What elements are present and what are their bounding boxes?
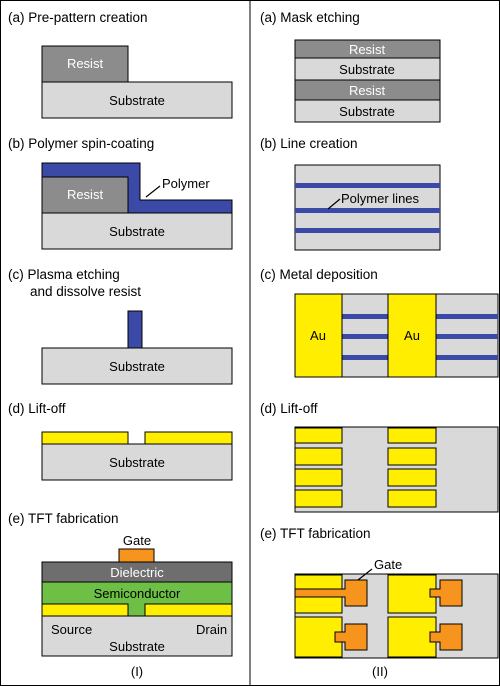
right-e-electrode-tr	[387, 574, 437, 614]
right-d-pad-r4	[387, 489, 437, 508]
right-a-title: (a) Mask etching	[260, 10, 360, 25]
left-b-polymer-label: Polymer	[162, 176, 210, 191]
left-b-substrate-label: Substrate	[109, 224, 165, 239]
left-panel-d: (d) Lift-off Substrate	[8, 401, 233, 481]
right-e-electrode-br	[387, 616, 437, 658]
right-c-au-2-label: Au	[404, 328, 420, 343]
right-e-gate-tl	[294, 579, 368, 607]
right-c-au-1-label: Au	[310, 328, 326, 343]
right-panel-a: (a) Mask etching Resist Substrate Resist…	[260, 10, 441, 123]
right-e-gate-label: Gate	[374, 557, 402, 572]
left-panel-c: (c) Plasma etching and dissolve resist S…	[8, 267, 233, 385]
left-panel-a: (a) Pre-pattern creation Resist Substrat…	[8, 10, 233, 119]
right-c-au-block-2	[387, 293, 437, 378]
left-d-substrate	[41, 443, 233, 481]
right-panel-d: (d) Lift-off	[260, 401, 499, 513]
right-b-polymer-lines-label: Polymer lines	[341, 191, 420, 206]
right-b-title: (b) Line creation	[260, 136, 358, 151]
right-e-gate-tr	[429, 579, 463, 607]
right-d-pad-l4	[294, 489, 343, 508]
left-panel-b: (b) Polymer spin-coating Resist Substrat…	[8, 136, 233, 250]
left-a-title: (a) Pre-pattern creation	[8, 10, 148, 25]
left-panel-e: (e) TFT fabrication Gate Dielectric Semi…	[8, 511, 233, 657]
left-a-resist-label: Resist	[67, 56, 104, 71]
left-c-substrate	[41, 347, 233, 385]
left-b-substrate	[41, 212, 233, 250]
right-panel-b: (b) Line creation Polymer lines	[260, 136, 441, 251]
left-column-label: (I)	[131, 664, 143, 679]
right-b-polymer-line-3	[295, 228, 440, 233]
right-c-title: (c) Metal deposition	[260, 267, 378, 282]
right-column-label: (II)	[372, 664, 388, 679]
right-e-title: (e) TFT fabrication	[260, 526, 371, 541]
right-e-gate-br	[429, 623, 463, 651]
right-e-gate-pointer	[357, 568, 373, 581]
left-c-substrate-label: Substrate	[109, 359, 165, 374]
left-e-drain-electrode	[144, 603, 233, 617]
right-a-substrate-2-label: Substrate	[339, 104, 395, 119]
right-a-substrate-1-label: Substrate	[339, 62, 395, 77]
left-c-title-line2: and dissolve resist	[30, 284, 141, 299]
left-e-gate-label: Gate	[123, 533, 151, 548]
left-e-dielectric-label: Dielectric	[110, 565, 164, 580]
right-c-line-a3	[342, 355, 388, 360]
right-c-line-b1	[436, 314, 498, 319]
left-c-polymer-pillar	[127, 310, 143, 349]
right-b-polymer-line-2	[295, 208, 440, 213]
right-d-pad-r3	[387, 468, 437, 487]
right-d-pad-r2	[387, 447, 437, 466]
left-b-polymer-pointer	[145, 185, 161, 198]
left-e-semiconductor-label: Semiconductor	[94, 586, 181, 601]
left-b-resist-label: Resist	[67, 187, 104, 202]
right-panel-e: (e) TFT fabrication Gate	[260, 526, 499, 659]
right-b-substrate	[294, 164, 441, 251]
right-c-line-a2	[342, 334, 388, 339]
right-d-pad-l1	[294, 427, 343, 444]
left-b-title: (b) Polymer spin-coating	[8, 136, 154, 151]
right-c-line-a1	[342, 314, 388, 319]
right-d-pad-r1	[387, 427, 437, 444]
left-e-drain-label: Drain	[196, 622, 227, 637]
right-d-pad-l2	[294, 447, 343, 466]
right-a-substrate-2	[294, 99, 441, 123]
left-d-substrate-label: Substrate	[109, 455, 165, 470]
left-a-substrate	[41, 81, 233, 119]
right-d-title: (d) Lift-off	[260, 401, 318, 416]
left-e-gate	[118, 548, 155, 563]
right-e-gate-bl	[334, 623, 368, 651]
left-e-source-electrode	[41, 603, 129, 617]
right-c-line-b2	[436, 334, 498, 339]
left-e-source-label: Source	[51, 622, 92, 637]
left-a-resist	[41, 45, 129, 83]
left-c-title-line1: (c) Plasma etching	[8, 267, 120, 282]
right-c-line-b3	[436, 355, 498, 360]
right-a-resist-1-label: Resist	[349, 42, 386, 57]
left-d-title: (d) Lift-off	[8, 401, 66, 416]
left-e-substrate-label: Substrate	[109, 639, 165, 654]
right-d-pad-l3	[294, 468, 343, 487]
right-a-resist-2-label: Resist	[349, 83, 386, 98]
right-panel-c: (c) Metal deposition Au Au	[260, 267, 499, 378]
left-d-gold-left	[41, 431, 129, 445]
left-d-gold-right	[144, 431, 233, 445]
right-b-polymer-pointer	[327, 198, 341, 210]
right-c-au-block-1	[294, 293, 343, 378]
left-a-substrate-label: Substrate	[109, 93, 165, 108]
left-e-substrate	[41, 615, 233, 657]
left-b-resist	[41, 176, 129, 214]
left-e-title: (e) TFT fabrication	[8, 511, 119, 526]
right-b-polymer-line-1	[295, 183, 440, 188]
